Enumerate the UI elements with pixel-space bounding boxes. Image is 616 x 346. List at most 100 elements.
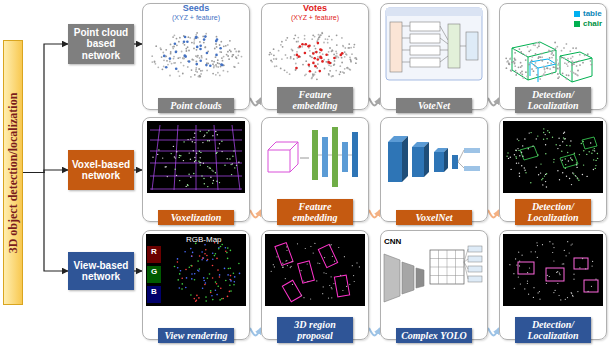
point-dot bbox=[341, 57, 343, 59]
point-dot bbox=[219, 44, 221, 46]
point-dot bbox=[514, 154, 515, 155]
point-dot bbox=[553, 292, 554, 293]
point-dot bbox=[573, 279, 574, 280]
point-dot bbox=[557, 170, 558, 171]
point-dot bbox=[532, 145, 533, 146]
flow-arrow bbox=[250, 210, 261, 218]
point-dot bbox=[546, 67, 548, 69]
point-dot bbox=[344, 51, 346, 53]
point-dot bbox=[333, 64, 335, 66]
point-dot bbox=[312, 34, 314, 36]
point-dot bbox=[209, 273, 211, 275]
point-dot bbox=[280, 68, 282, 70]
point-dot bbox=[516, 150, 517, 151]
point-dot bbox=[205, 33, 207, 35]
point-dot bbox=[237, 54, 239, 56]
point-dot bbox=[304, 38, 306, 40]
point-dot bbox=[204, 35, 207, 38]
point-dot bbox=[589, 151, 590, 152]
point-dot bbox=[196, 61, 198, 63]
point-dot bbox=[333, 283, 334, 284]
point-dot bbox=[226, 252, 228, 254]
point-dot bbox=[212, 135, 213, 136]
point-dot bbox=[558, 138, 559, 139]
point-dot bbox=[524, 138, 525, 139]
point-dot bbox=[305, 43, 308, 46]
stage-caption: VoxelNet bbox=[396, 210, 472, 225]
point-dot bbox=[174, 156, 175, 157]
flow-arrow bbox=[250, 98, 261, 106]
point-dot bbox=[269, 52, 271, 54]
point-dot bbox=[544, 175, 545, 176]
point-dot bbox=[191, 255, 193, 257]
point-dot bbox=[509, 58, 511, 60]
point-dot bbox=[556, 144, 557, 145]
point-dot bbox=[329, 47, 331, 49]
point-dot bbox=[209, 64, 212, 67]
point-dot bbox=[291, 261, 292, 262]
point-dot bbox=[220, 288, 222, 290]
point-dot bbox=[180, 270, 182, 272]
point-dot bbox=[233, 284, 235, 286]
point-dot bbox=[313, 74, 315, 76]
point-dot bbox=[274, 266, 275, 267]
point-dot bbox=[334, 261, 335, 262]
point-dot bbox=[528, 294, 529, 295]
point-dot bbox=[534, 65, 536, 67]
flow-arrow bbox=[23, 44, 68, 173]
point-dot bbox=[176, 175, 177, 176]
point-dot bbox=[571, 60, 573, 62]
point-dot bbox=[215, 43, 217, 45]
point-dot bbox=[566, 78, 568, 80]
point-dot bbox=[236, 165, 237, 166]
point-dot bbox=[339, 65, 341, 67]
point-dot bbox=[166, 60, 168, 62]
point-dot bbox=[579, 64, 581, 66]
point-dot bbox=[508, 158, 509, 159]
point-dot bbox=[165, 49, 167, 51]
point-dot bbox=[331, 288, 332, 289]
point-dot bbox=[233, 273, 235, 275]
point-dot bbox=[542, 178, 543, 179]
point-dot bbox=[565, 158, 566, 159]
point-dot bbox=[565, 164, 566, 165]
rgb-map-ground bbox=[146, 234, 246, 306]
point-dot bbox=[232, 156, 233, 157]
point-dot bbox=[198, 270, 200, 272]
point-dot bbox=[205, 46, 207, 48]
point-dot bbox=[576, 162, 577, 163]
point-dot bbox=[327, 38, 329, 40]
point-dot bbox=[205, 64, 208, 67]
point-dot bbox=[229, 49, 231, 51]
flow-arrow bbox=[134, 169, 142, 170]
point-dot bbox=[177, 279, 179, 281]
point-dot bbox=[553, 54, 555, 56]
point-dot bbox=[203, 178, 204, 179]
voxel-grid bbox=[150, 125, 242, 190]
point-dot bbox=[187, 184, 188, 185]
point-dot bbox=[356, 262, 357, 263]
point-dot bbox=[338, 247, 339, 248]
point-dot bbox=[594, 148, 595, 149]
point-dot bbox=[565, 138, 566, 139]
point-dot bbox=[207, 277, 209, 279]
point-dot bbox=[221, 298, 223, 300]
point-dot bbox=[191, 69, 193, 71]
point-dot bbox=[196, 63, 199, 66]
point-dot bbox=[355, 62, 357, 64]
point-dot bbox=[195, 67, 197, 69]
point-dot bbox=[214, 255, 216, 257]
image-label: B bbox=[151, 288, 157, 297]
flow-arrow bbox=[488, 210, 499, 218]
point-dot bbox=[215, 64, 217, 66]
point-dot bbox=[322, 53, 324, 55]
point-dot bbox=[339, 73, 341, 75]
point-dot bbox=[296, 51, 298, 53]
point-dot bbox=[207, 186, 208, 187]
point-dot bbox=[165, 55, 167, 57]
point-dot bbox=[568, 61, 570, 63]
point-dot bbox=[563, 263, 564, 264]
point-dot bbox=[204, 135, 205, 136]
point-dot bbox=[314, 74, 316, 76]
point-dot bbox=[217, 286, 219, 288]
